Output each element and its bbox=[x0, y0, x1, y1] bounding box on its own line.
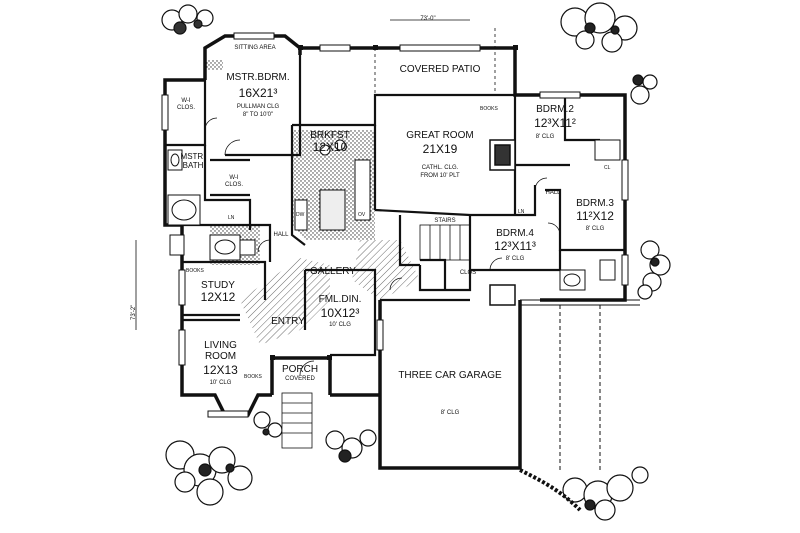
door-swings bbox=[204, 117, 561, 376]
porch-name: PORCH bbox=[281, 364, 319, 375]
gallery-label: GALLERY bbox=[310, 266, 356, 277]
fireplace bbox=[489, 139, 516, 171]
landscaping bbox=[161, 2, 671, 521]
linen-hall-label: LN bbox=[518, 209, 525, 215]
stairs-label: STAIRS bbox=[434, 218, 456, 224]
closet-label: CLOS bbox=[459, 270, 477, 276]
sitting-area-label: SITTING AREA bbox=[234, 45, 276, 51]
living-room-name: LIVING ROOM bbox=[204, 340, 237, 362]
bedroom-4-ceiling: 8' CLG bbox=[505, 256, 525, 262]
shrub-right bbox=[637, 240, 671, 300]
master-bedroom-ceiling: PULLMAN CLG bbox=[236, 104, 280, 110]
living-room-ceiling: 10' CLG bbox=[209, 380, 232, 386]
walkin-closet-1-label: W-I CLOS. bbox=[176, 98, 195, 111]
study-size: 12X12 bbox=[200, 290, 236, 304]
bedroom-2-size: 12³X11² bbox=[534, 116, 576, 130]
porch-note: COVERED bbox=[285, 376, 315, 382]
stairs-graphic bbox=[419, 224, 471, 261]
walkin-closet-2-label: W-I CLOS. bbox=[224, 175, 243, 188]
shrub-top-left bbox=[161, 4, 214, 35]
shrub-bottom-center bbox=[325, 429, 377, 463]
breakfast-name: BRKFST bbox=[310, 130, 350, 141]
books-great-label: BOOKS bbox=[480, 106, 498, 112]
patio-outline bbox=[374, 28, 496, 95]
kitchen-fixtures bbox=[294, 139, 371, 231]
family-dining-size: 10X12³ bbox=[320, 306, 360, 320]
master-bedroom-ceiling-detail: 8" TO 10'0" bbox=[242, 112, 274, 118]
bedroom-2-ceiling: 8' CLG bbox=[535, 134, 555, 140]
shrub-bottom-right bbox=[562, 466, 649, 521]
hall-right-label: HALL bbox=[545, 190, 561, 196]
living-room-size: 12X13 bbox=[203, 363, 238, 377]
dimension-lines bbox=[135, 19, 470, 330]
master-bedroom-size: 16X21³ bbox=[238, 86, 278, 100]
study-name: STUDY bbox=[201, 280, 235, 291]
great-room-size: 21X19 bbox=[422, 142, 458, 156]
bath-fixtures bbox=[167, 139, 621, 291]
family-dining-name: FML.DIN. bbox=[318, 294, 362, 305]
bedroom-4-name: BDRM.4 bbox=[496, 228, 534, 239]
breakfast-size: 12X10 bbox=[312, 140, 348, 154]
great-room-ceiling: CATHL. CLG. bbox=[421, 165, 459, 171]
dishwasher-label: DW bbox=[296, 212, 305, 218]
bedroom-3-name: BDRM.3 bbox=[576, 198, 614, 209]
bedroom-3-size: 11²X12 bbox=[576, 209, 614, 223]
master-bedroom-name: MSTR.BDRM. bbox=[226, 72, 290, 83]
closet-bdrm2-label: CL bbox=[604, 165, 611, 171]
great-room-ceiling-detail: FROM 10' PLT bbox=[420, 173, 460, 179]
interior-walls bbox=[165, 55, 625, 357]
family-dining-ceiling: 10' CLG bbox=[329, 322, 351, 328]
oven-label: OV bbox=[358, 212, 366, 218]
entry-label: ENTRY bbox=[271, 316, 305, 327]
windows bbox=[161, 32, 629, 418]
linen-master-label: LN bbox=[228, 215, 235, 221]
books-living-label: BOOKS bbox=[244, 374, 262, 380]
bedroom-4-size: 12³X11³ bbox=[494, 239, 536, 253]
patio-columns bbox=[270, 45, 518, 360]
master-bath-label: MSTR. BATH bbox=[180, 152, 206, 170]
shrub-top-right bbox=[560, 2, 658, 105]
shrub-bottom-left bbox=[165, 411, 283, 506]
great-room-name: GREAT ROOM bbox=[406, 130, 474, 141]
floor-textures bbox=[205, 60, 420, 345]
covered-patio-label: COVERED PATIO bbox=[399, 64, 481, 75]
hall-left-label: HALL bbox=[273, 232, 289, 238]
overall-depth: 73'-2" bbox=[131, 304, 137, 320]
overall-width: 73'-0" bbox=[420, 16, 436, 22]
garage-ceiling: 8' CLG bbox=[440, 410, 460, 416]
books-study-label: BOOKS bbox=[186, 268, 204, 274]
bedroom-3-ceiling: 8' CLG bbox=[585, 226, 605, 232]
bedroom-2-name: BDRM.2 bbox=[536, 104, 574, 115]
walkway bbox=[281, 392, 313, 449]
garage-name: THREE CAR GARAGE bbox=[398, 370, 502, 381]
